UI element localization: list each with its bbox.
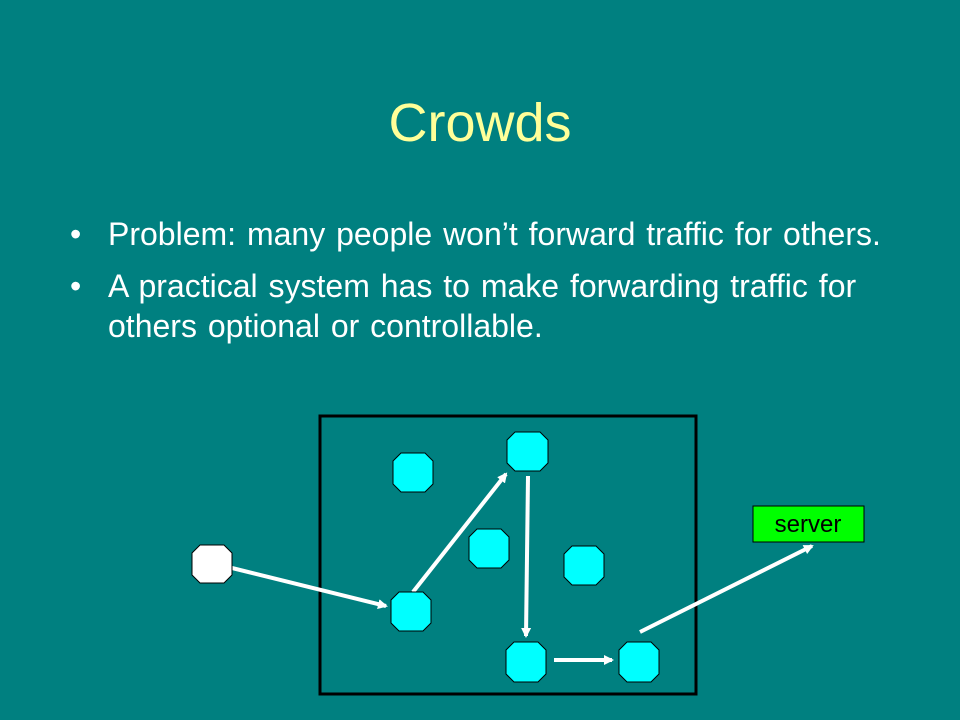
sender-node: [191, 544, 233, 584]
crowd-node: [618, 641, 660, 683]
crowd-node: [505, 641, 547, 683]
bullet-list: • Problem: many people won’t forward tra…: [70, 214, 890, 358]
bullet-item: • Problem: many people won’t forward tra…: [70, 214, 890, 254]
slide-title: Crowds: [388, 93, 572, 153]
server-label: server: [775, 511, 842, 538]
path-arrow: [639, 544, 814, 634]
path-arrow: [411, 472, 508, 594]
bullet-dot: •: [70, 268, 82, 304]
crowd-node: [506, 431, 549, 472]
bullet-dot: •: [70, 216, 82, 252]
crowd-node: [390, 591, 432, 632]
crowd-node: [392, 452, 434, 493]
crowd-node: [563, 545, 605, 586]
path-arrow: [231, 566, 388, 609]
bullet-item: • A practical system has to make forward…: [70, 266, 890, 346]
path-arrow: [521, 475, 532, 638]
bullet-text: A practical system has to make forwardin…: [108, 268, 857, 344]
crowd-boundary: [318, 414, 698, 696]
server-box: [752, 505, 865, 543]
crowd-node: [468, 528, 510, 569]
bullet-text: Problem: many people won’t forward traff…: [108, 216, 881, 252]
